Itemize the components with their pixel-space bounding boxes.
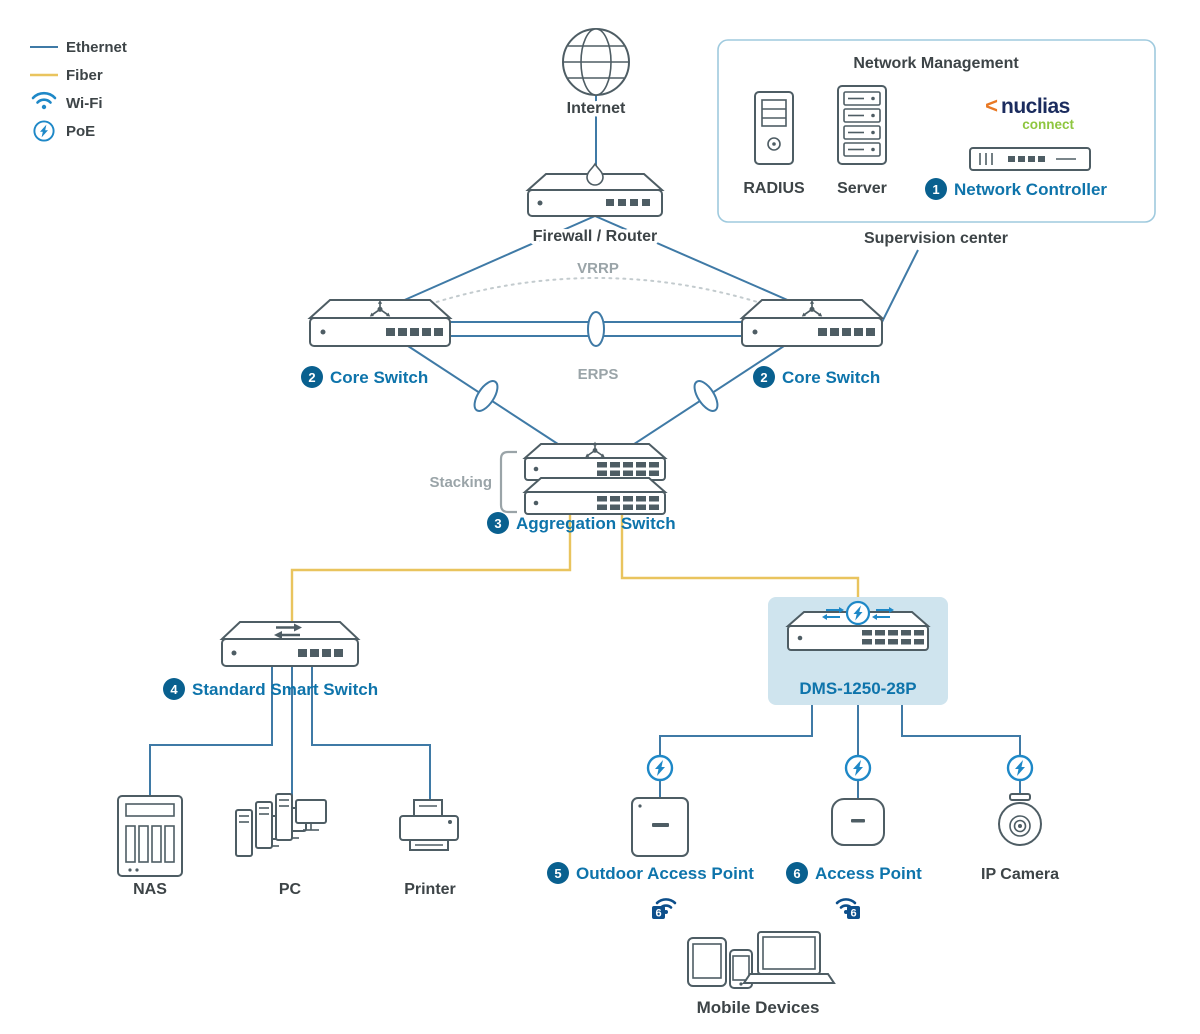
svg-text:6: 6 xyxy=(793,866,800,881)
core-switch-right-device xyxy=(742,300,882,346)
erps-ring-right xyxy=(693,380,719,412)
smart-switch-badge: 4 xyxy=(163,678,185,700)
ip-camera-device xyxy=(998,793,1042,846)
nas-device xyxy=(117,795,183,877)
firewall-label: Firewall / Router xyxy=(533,228,657,245)
legend-fiber-label: Fiber xyxy=(66,67,103,84)
erps-label: ERPS xyxy=(578,366,619,383)
printer-device xyxy=(399,799,459,851)
outdoor-ap-device xyxy=(631,797,689,857)
link-dms-outdoor-ap xyxy=(659,705,813,798)
laptop-icon xyxy=(742,931,836,984)
vrrp-label: VRRP xyxy=(577,260,619,277)
ip-camera-label: IP Camera xyxy=(981,866,1059,883)
vrrp-arc xyxy=(429,277,765,305)
svg-text:6: 6 xyxy=(850,908,856,920)
fiber-aggregation-smart-switch xyxy=(290,514,572,624)
wifi6-icon: 6 xyxy=(652,898,677,920)
outdoor-ap-badge: 5 xyxy=(547,862,569,884)
core-switch-left-label: Core Switch xyxy=(330,368,428,387)
svg-text:2: 2 xyxy=(308,370,315,385)
management-box xyxy=(717,39,1156,223)
svg-text:1: 1 xyxy=(932,182,939,197)
erps-ring-horizontal xyxy=(587,311,605,347)
access-point-device xyxy=(831,798,885,846)
firewall-device xyxy=(525,162,665,217)
svg-text:3: 3 xyxy=(494,516,501,531)
aggregation-switch-unit-2 xyxy=(524,477,666,515)
smart-switch-device xyxy=(219,621,361,667)
pc-label: PC xyxy=(279,881,302,898)
supervision-center-label: Supervision center xyxy=(864,230,1008,247)
mobile-devices-label: Mobile Devices xyxy=(697,998,820,1017)
server-label: Server xyxy=(837,180,887,197)
network-controller-device xyxy=(969,147,1091,171)
svg-text:5: 5 xyxy=(554,866,561,881)
poe-switch-icon xyxy=(822,600,894,626)
erps-ring-left xyxy=(473,380,499,412)
link-smart-switch-nas xyxy=(149,666,273,796)
legend-ethernet-label: Ethernet xyxy=(66,39,127,56)
svg-text:6: 6 xyxy=(655,908,661,920)
svg-text:4: 4 xyxy=(170,682,178,697)
rack-server-device xyxy=(837,85,887,165)
mobile-devices xyxy=(687,931,836,989)
outdoor-ap-label: Outdoor Access Point xyxy=(576,864,754,883)
dms-label: DMS-1250-28P xyxy=(799,679,916,698)
link-firewall-core-right xyxy=(594,215,793,303)
access-point-label: Access Point xyxy=(815,864,922,883)
network-controller-badge: 1 xyxy=(925,178,947,200)
nuclias-logo-mark: < xyxy=(985,93,998,118)
poe-icon xyxy=(844,754,872,782)
switching-arrows-icon xyxy=(274,623,302,639)
link-supervision-core-right xyxy=(879,249,919,327)
fiber-aggregation-dms xyxy=(620,514,860,598)
stacking-bracket xyxy=(499,450,517,514)
wifi-icon xyxy=(31,91,57,111)
dms-highlight-group: DMS-1250-28P xyxy=(768,597,948,705)
poe-icon xyxy=(1006,754,1034,782)
nuclias-logo: < nuclias connect xyxy=(985,93,1074,132)
core-switch-right-label: Core Switch xyxy=(782,368,880,387)
management-title: Network Management xyxy=(853,55,1019,72)
pc-device xyxy=(235,793,327,857)
poe-icon xyxy=(33,120,55,142)
core-switch-right-badge: 2 xyxy=(753,366,775,388)
stacking-label: Stacking xyxy=(429,474,492,491)
legend-wifi-label: Wi-Fi xyxy=(66,95,103,112)
nuclias-logo-name: nuclias xyxy=(1001,95,1070,118)
internet-globe xyxy=(562,28,630,96)
network-management-panel: Network Management RADIUS Server xyxy=(717,39,1156,223)
legend: Ethernet Fiber Wi-Fi PoE xyxy=(30,39,127,142)
wifi6-icon: 6 xyxy=(835,898,860,920)
internet-label: Internet xyxy=(567,100,626,117)
nas-label: NAS xyxy=(133,881,167,898)
poe-icon xyxy=(646,754,674,782)
access-point-badge: 6 xyxy=(786,862,808,884)
link-firewall-core-left xyxy=(399,215,596,303)
link-dms-ip-camera xyxy=(901,705,1021,794)
aggregation-badge: 3 xyxy=(487,512,509,534)
dms-device xyxy=(785,600,931,651)
svg-text:2: 2 xyxy=(760,370,767,385)
nuclias-logo-sub: connect xyxy=(1022,117,1074,132)
aggregation-label: Aggregation Switch xyxy=(516,514,676,533)
radius-label: RADIUS xyxy=(743,180,805,197)
legend-poe-label: PoE xyxy=(66,123,95,140)
printer-label: Printer xyxy=(404,881,456,898)
link-smart-switch-printer xyxy=(311,666,431,800)
network-controller-label: Network Controller xyxy=(954,180,1107,199)
core-switch-left-device xyxy=(310,300,450,346)
smart-switch-label: Standard Smart Switch xyxy=(192,680,378,699)
radius-server-device xyxy=(754,91,794,165)
flame-icon xyxy=(586,162,604,186)
core-switch-left-badge: 2 xyxy=(301,366,323,388)
